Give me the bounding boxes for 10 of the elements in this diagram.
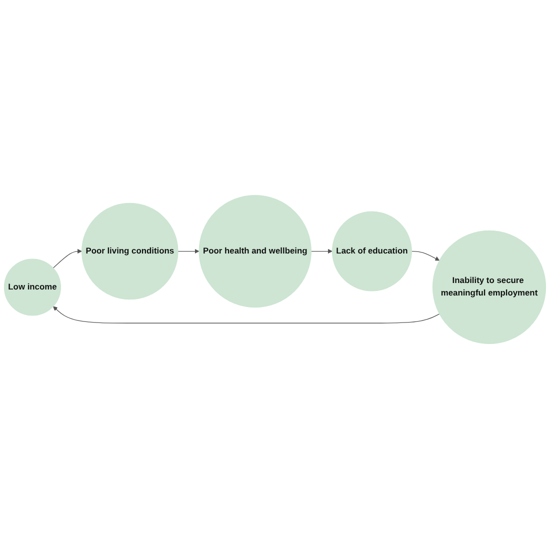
node-circle: Lack of education [332,211,412,292]
node-circle: Poor living conditions [82,202,178,300]
arrow [53,306,440,324]
arrow [310,248,332,254]
arrow [411,250,440,261]
node-circle: Inability to secure meaningful employment [432,230,546,344]
node-circle: Poor health and wellbeing [198,194,312,308]
node-circle: Low income [4,258,61,316]
arrow [178,248,200,254]
arrow [52,248,82,268]
